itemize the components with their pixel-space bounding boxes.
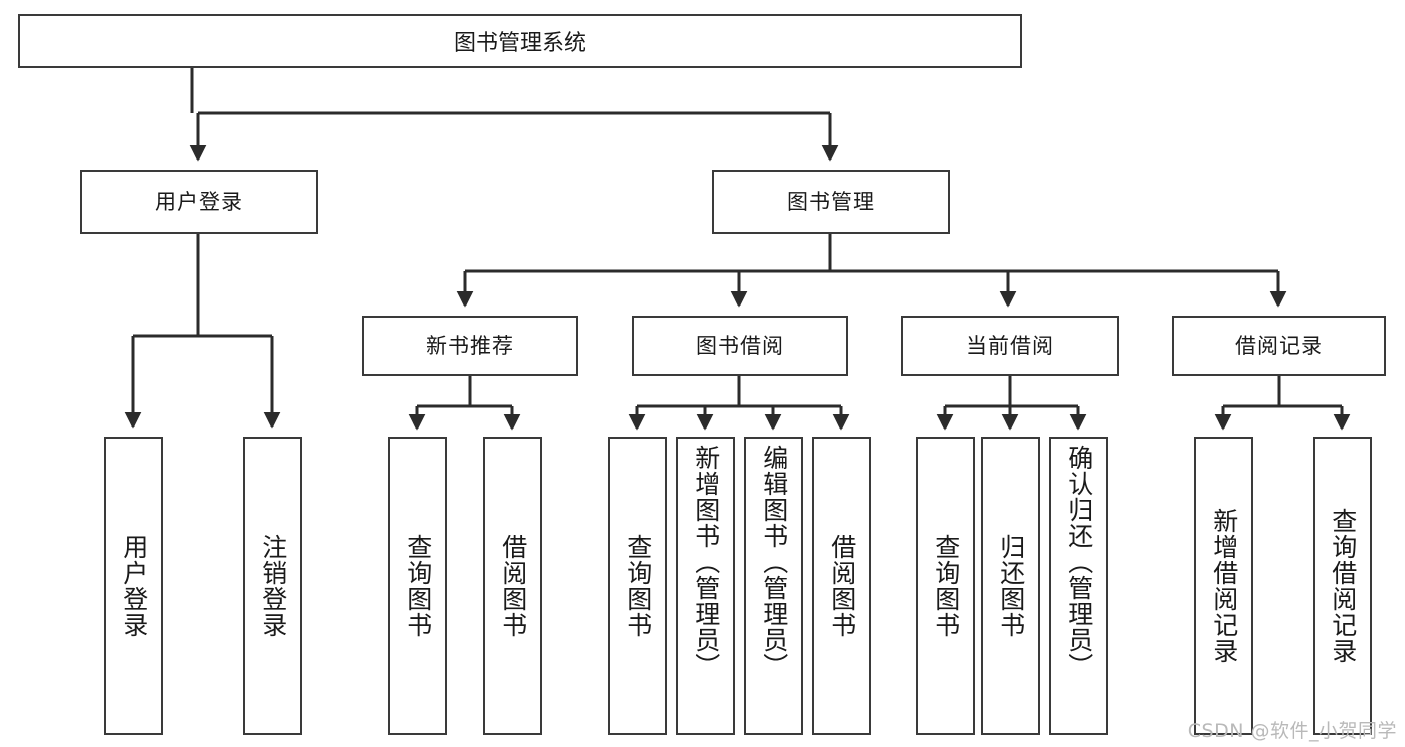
node-new-book-recommend[interactable]: 新书推荐 <box>362 316 578 376</box>
leaf-borrow-book-recommend[interactable]: 借阅图书 <box>483 437 542 735</box>
leaf-query-book-recommend[interactable]: 查询图书 <box>388 437 447 735</box>
leaf-add-borrow-record[interactable]: 新增借阅记录 <box>1194 437 1253 735</box>
node-book-management-label: 图书管理 <box>787 189 875 214</box>
leaf-add-borrow-record-label: 新增借阅记录 <box>1209 508 1239 664</box>
node-borrow-record[interactable]: 借阅记录 <box>1172 316 1386 376</box>
leaf-user-login-label: 用户登录 <box>119 534 149 638</box>
leaf-logout-label: 注销登录 <box>258 534 288 638</box>
node-book-borrow[interactable]: 图书借阅 <box>632 316 848 376</box>
leaf-user-login[interactable]: 用户登录 <box>104 437 163 735</box>
leaf-query-book-recommend-label: 查询图书 <box>403 534 433 638</box>
leaf-query-book-borrow-label: 查询图书 <box>623 534 653 638</box>
node-user-login[interactable]: 用户登录 <box>80 170 318 234</box>
leaf-query-book-borrow[interactable]: 查询图书 <box>608 437 667 735</box>
leaf-borrow-book-recommend-label: 借阅图书 <box>498 534 528 638</box>
node-root-label: 图书管理系统 <box>453 31 586 56</box>
leaf-add-book-admin[interactable]: 新增图书（管理员） <box>676 437 735 735</box>
leaf-add-book-admin-label: 新增图书（管理员） <box>691 445 721 679</box>
leaf-borrow-book[interactable]: 借阅图书 <box>812 437 871 735</box>
node-user-login-label: 用户登录 <box>155 189 243 214</box>
leaf-edit-book-admin[interactable]: 编辑图书（管理员） <box>744 437 803 735</box>
leaf-query-borrow-record[interactable]: 查询借阅记录 <box>1313 437 1372 735</box>
leaf-query-borrow-record-label: 查询借阅记录 <box>1328 508 1358 664</box>
leaf-return-book-label: 归还图书 <box>996 534 1026 638</box>
leaf-edit-book-admin-label: 编辑图书（管理员） <box>759 445 789 679</box>
leaf-logout[interactable]: 注销登录 <box>243 437 302 735</box>
node-current-borrow[interactable]: 当前借阅 <box>901 316 1119 376</box>
leaf-return-book[interactable]: 归还图书 <box>981 437 1040 735</box>
node-root-system[interactable]: 图书管理系统 <box>18 14 1022 68</box>
leaf-query-book-current[interactable]: 查询图书 <box>916 437 975 735</box>
leaf-confirm-return-admin[interactable]: 确认归还（管理员） <box>1049 437 1108 735</box>
node-book-borrow-label: 图书借阅 <box>696 333 784 358</box>
leaf-query-book-current-label: 查询图书 <box>931 534 961 638</box>
node-new-book-recommend-label: 新书推荐 <box>426 333 514 358</box>
node-current-borrow-label: 当前借阅 <box>966 333 1054 358</box>
node-borrow-record-label: 借阅记录 <box>1235 333 1323 358</box>
leaf-confirm-return-admin-label: 确认归还（管理员） <box>1064 445 1094 679</box>
node-book-management[interactable]: 图书管理 <box>712 170 950 234</box>
leaf-borrow-book-label: 借阅图书 <box>827 534 857 638</box>
